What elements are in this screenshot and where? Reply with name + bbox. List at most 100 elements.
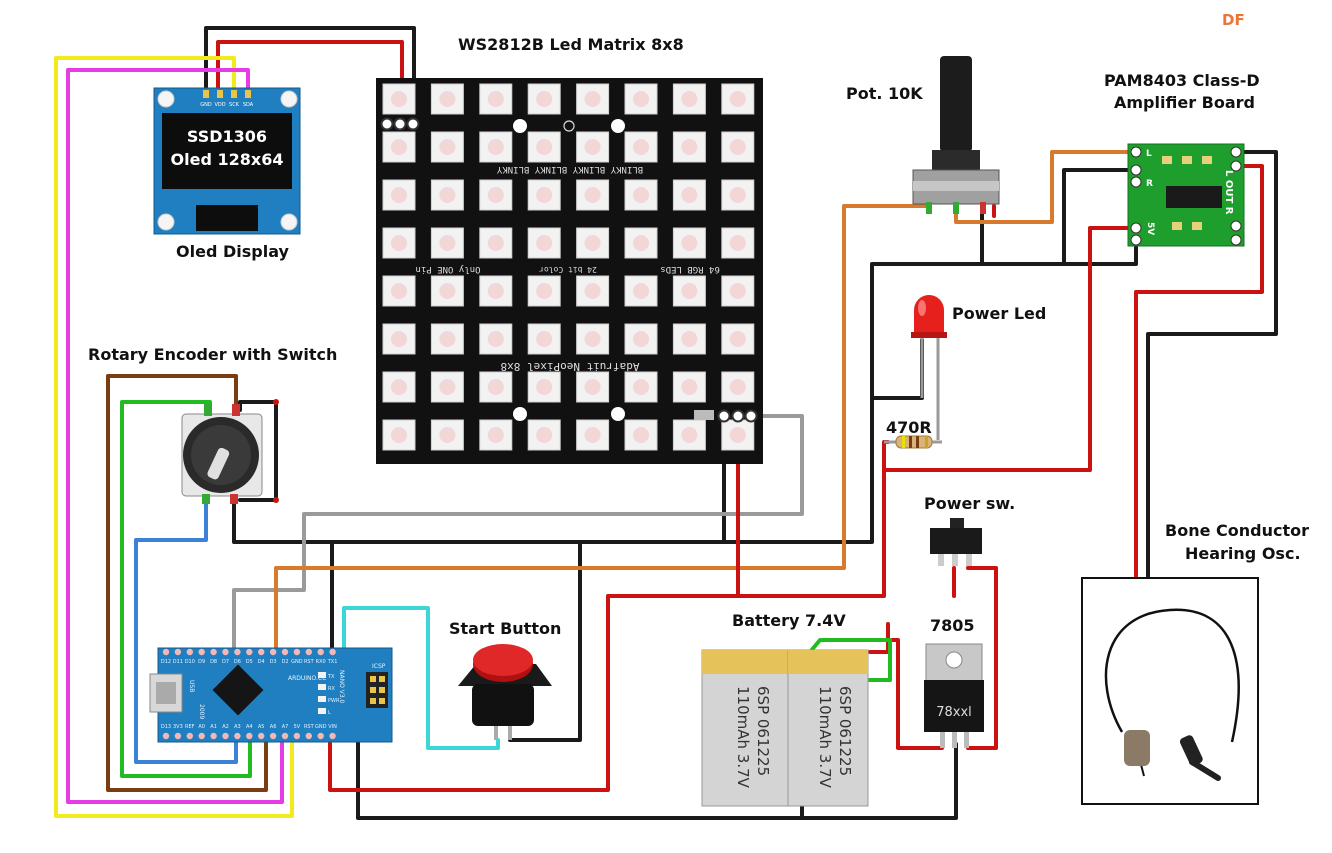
nano-bottom-pin-label: A3 (234, 724, 241, 730)
wire-encoder-brown (106, 374, 268, 792)
power-switch[interactable] (930, 518, 982, 566)
matrix-print-row1: BLINKY BLINKY BLINKY BLINKY (496, 164, 643, 174)
matrix-led (527, 179, 561, 211)
nano-top-pin-label: D7 (222, 659, 229, 665)
matrix-led (479, 323, 513, 355)
wire-reg-in (886, 638, 944, 750)
matrix-led (430, 419, 464, 451)
wire-ground-bus (232, 238, 1138, 544)
oled-pin-label: SDA (243, 102, 254, 108)
resistor (884, 435, 942, 449)
matrix-led (624, 275, 658, 307)
wire-amp-5v (882, 226, 1138, 472)
wire-out-red (1134, 164, 1264, 578)
matrix-led (382, 227, 416, 259)
nano-top-pin (162, 648, 170, 656)
matrix-led (721, 371, 755, 403)
oled-title: Oled Display (176, 242, 289, 261)
matrix-led (672, 419, 706, 451)
icsp-pin (379, 698, 385, 704)
nano-bottom-pin-label: 5V (294, 724, 301, 730)
pot-collar (932, 150, 980, 172)
start-button[interactable] (458, 644, 552, 740)
nano-top-pin-label: D4 (258, 659, 265, 665)
nano-top-pin (293, 648, 301, 656)
nano-top-pin (258, 648, 265, 656)
matrix-led (382, 179, 416, 211)
regulator-print: 78xxl (936, 705, 972, 720)
matrix-print-row3b: 24 bit Color (539, 265, 597, 274)
matrix-led (382, 371, 416, 403)
oled-pin (203, 90, 209, 98)
nano-board (157, 647, 393, 743)
oled-pin-label: SCK (229, 102, 240, 108)
oled-line1: SSD1306 (187, 127, 267, 146)
wire-encoder-green (120, 400, 252, 778)
matrix-led (527, 131, 561, 163)
nano-top-pin-label: D5 (246, 659, 253, 665)
nano-usb-label: USB (188, 680, 195, 692)
wire-button-cyan (342, 606, 500, 750)
encoder-title: Rotary Encoder with Switch (88, 345, 337, 364)
matrix-led (672, 227, 706, 259)
matrix-led (527, 227, 561, 259)
amp-cap-3 (1202, 156, 1212, 164)
led-matrix: BLINKY BLINKY BLINKY BLINKY Only ONE Pin… (376, 78, 763, 464)
wire-amp-gnd (1062, 168, 1138, 266)
pot-title: Pot. 10K (846, 84, 923, 103)
oled-screen (162, 113, 292, 189)
nano-top-pin-label: D11 (173, 659, 183, 665)
nano-bottom-pin-label: REF (185, 724, 195, 730)
amp-out-label: L OUT R (1223, 170, 1234, 215)
nano-led-label: RX (328, 686, 335, 692)
matrix-led (479, 275, 513, 307)
matrix-hole-1 (513, 119, 527, 133)
nano-top-pin-label: D9 (198, 659, 205, 665)
wire-matrix-din-gray (232, 414, 804, 650)
pot-pin-right (980, 202, 986, 214)
wire-bottom-gnd (356, 734, 958, 820)
nano-bottom-pin-label: A2 (222, 724, 229, 730)
battery-cell-2-line2: 110mAh 3.7V (816, 686, 834, 789)
nano-led-label: L (328, 710, 331, 716)
matrix-led (721, 275, 755, 307)
matrix-led (624, 371, 658, 403)
wire-switch-reg (966, 566, 998, 750)
matrix-hole-3 (513, 407, 527, 421)
amp-chip (1166, 186, 1222, 208)
matrix-led (624, 323, 658, 355)
nano-bottom-pin (258, 732, 265, 740)
battery-title: Battery 7.4V (732, 611, 846, 630)
nano-mcu (212, 664, 264, 716)
power-led (911, 295, 947, 440)
potentiometer[interactable] (912, 56, 1000, 214)
icsp-pin (379, 676, 385, 682)
nano-top-pin (269, 648, 277, 656)
nano-bottom-pin (198, 732, 205, 740)
matrix-logo-icon (563, 120, 575, 132)
matrix-led (479, 371, 513, 403)
oled-line2: Oled 128x64 (171, 150, 284, 169)
nano-bottom-pin-label: A0 (198, 724, 205, 730)
matrix-led (382, 83, 416, 115)
matrix-led (576, 83, 610, 115)
matrix-led (624, 131, 658, 163)
battery-cell-2 (787, 649, 869, 807)
amp-pin-r: R (1146, 179, 1153, 189)
icsp-pin (370, 687, 376, 693)
arduino-nano: ARDUINO.CC NANO V3.0 ICSP USB 2009 TXRXP… (149, 647, 393, 743)
nano-top-pin-label: D6 (234, 659, 241, 665)
matrix-led (576, 179, 610, 211)
nano-model: NANO V3.0 (338, 670, 345, 704)
wire-oled-gnd-black (204, 26, 416, 126)
amplifier-board: L R 5V L OUT R (1127, 143, 1245, 247)
rotary-encoder[interactable] (181, 399, 279, 504)
regulator-7805: 78xxl (924, 643, 984, 748)
bone-title-line1: Bone Conductor (1165, 521, 1309, 540)
battery-cell-1-line2: 110mAh 3.7V (734, 686, 752, 789)
bone-conductor (1081, 577, 1259, 805)
